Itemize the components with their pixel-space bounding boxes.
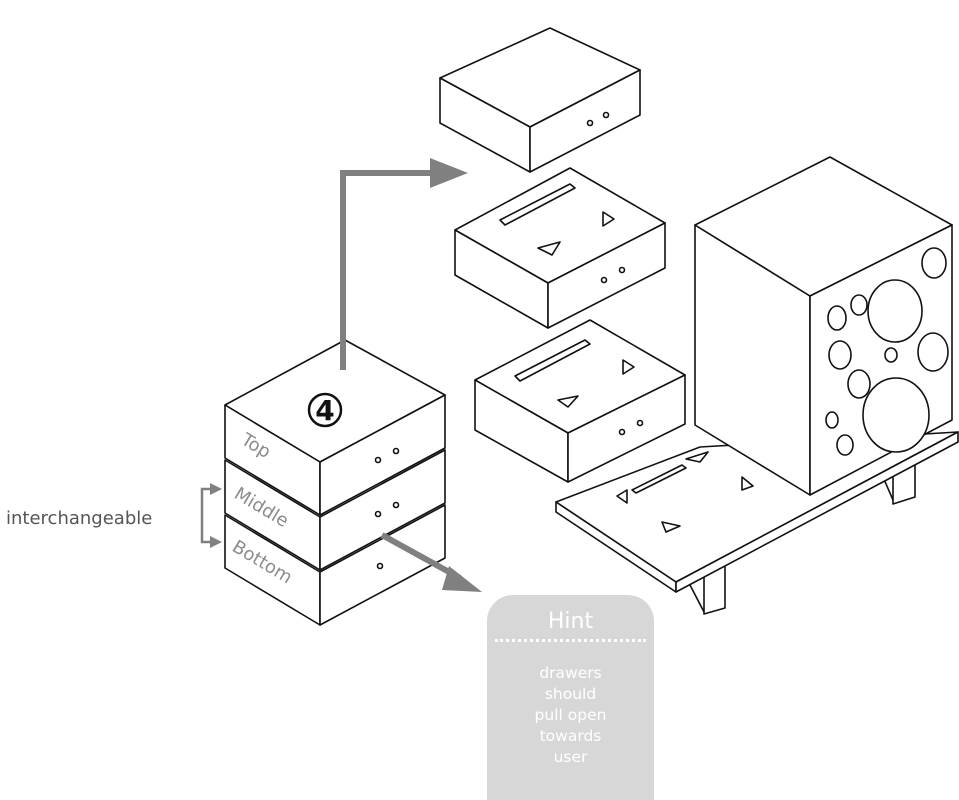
hint-divider [495, 639, 646, 642]
lift-arrow [340, 170, 435, 370]
hint-line: user [553, 748, 588, 766]
base-peg-2 [685, 451, 709, 463]
base-peg-4 [661, 521, 681, 533]
base-peg-3 [741, 476, 754, 491]
base-peg-1 [616, 489, 628, 504]
base-plate-side [675, 431, 959, 593]
stacked-drawers [224, 339, 446, 626]
drawer-rail [499, 183, 576, 226]
pull-arrow [380, 532, 482, 592]
interchangeable-bracket [200, 487, 212, 544]
step-number: 4 [315, 394, 334, 427]
drawer-exploded-1 [439, 27, 641, 173]
hint-line: pull open [534, 706, 607, 724]
stack-drawer-middle-front [319, 449, 446, 571]
drawer-exploded-2 [454, 167, 666, 329]
drawer-peg [622, 359, 635, 375]
lift-arrow-head [430, 158, 468, 188]
interchangeable-label: interchangeable [6, 508, 153, 529]
stack-drawer-top-front [319, 394, 446, 516]
step-badge: 4 [307, 392, 343, 428]
speaker-holes [825, 247, 949, 456]
cabinet-assembly [555, 156, 959, 615]
hint-card: Hint drawers should pull open towards us… [487, 595, 654, 800]
hint-line: should [544, 685, 597, 703]
drawer-peg [537, 241, 561, 256]
hint-line: drawers [539, 664, 602, 682]
drawer-exploded-3 [474, 319, 686, 483]
hint-body: drawers should pull open towards user [487, 663, 654, 768]
drawer-peg [602, 211, 615, 227]
drawer-peg [557, 395, 579, 408]
hint-line: towards [539, 727, 602, 745]
base-rail [631, 464, 687, 494]
hint-title: Hint [547, 609, 594, 634]
drawer-rail [514, 339, 591, 382]
